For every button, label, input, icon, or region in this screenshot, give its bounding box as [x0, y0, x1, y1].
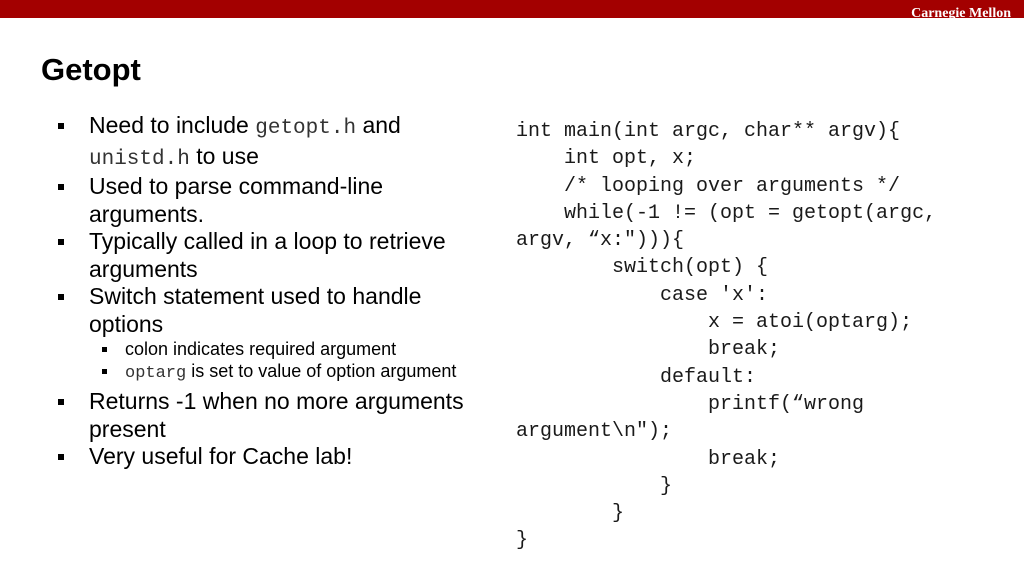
code-line: int main(int argc, char** argv){: [516, 120, 901, 143]
bullet-item: Need to include getopt.h and unistd.h to …: [55, 112, 475, 173]
bullet-marker: [58, 454, 64, 460]
code-line: }: [516, 502, 625, 526]
slide-title: Getopt: [41, 52, 141, 87]
sub-bullet-text: colon indicates required argument: [125, 339, 397, 359]
brand-label: Carnegie Mellon: [911, 6, 1011, 21]
code-line: switch(opt) {: [516, 256, 769, 280]
bullet-text: Used to parse command-line arguments.: [89, 173, 384, 227]
bullet-text: and: [356, 112, 401, 138]
code-line: }: [516, 529, 529, 553]
bullet-list: Need to include getopt.h and unistd.h to …: [55, 112, 475, 471]
sub-bullet-text: is set to value of option argument: [186, 361, 457, 381]
sub-bullet-marker: [102, 347, 107, 352]
code-line: argument\n");: [516, 420, 673, 444]
code-line: case 'x':: [516, 283, 769, 307]
bullet-text: Need to include: [89, 112, 256, 138]
bullet-marker: [58, 399, 64, 405]
bullet-marker: [58, 123, 64, 129]
code-line: printf(“wrong: [516, 392, 865, 416]
code-line: }: [516, 474, 673, 498]
code-line: default:: [516, 365, 757, 389]
code-line: break;: [516, 338, 781, 362]
bullet-text: Returns -1 when no more arguments presen…: [89, 388, 464, 442]
bullet-item: Very useful for Cache lab!: [55, 443, 475, 471]
bullet-item: Used to parse command-line arguments.: [55, 173, 475, 228]
sub-bullet-item: optarg is set to value of option argumen…: [55, 360, 475, 385]
bullet-text: Typically called in a loop to retrieve a…: [89, 228, 446, 282]
code-line: int opt, x;: [516, 147, 697, 171]
bullet-marker: [58, 184, 64, 190]
inline-code: getopt.h: [255, 117, 357, 140]
inline-code: optarg: [125, 364, 187, 383]
bullet-marker: [58, 239, 64, 245]
code-line: argv, “x:"))){: [516, 229, 685, 253]
bullet-item: Returns -1 when no more arguments presen…: [55, 388, 475, 443]
bullet-item: Typically called in a loop to retrieve a…: [55, 228, 475, 283]
inline-code: unistd.h: [89, 147, 190, 171]
code-line: while(-1 != (opt = getopt(argc,: [516, 201, 937, 225]
code-line: x = atoi(optarg);: [516, 311, 913, 335]
code-line: /* looping over arguments */: [516, 174, 901, 198]
code-line: break;: [516, 447, 781, 471]
code-block: int main(int argc, char** argv){ int opt…: [516, 118, 936, 555]
bullet-text: Very useful for Cache lab!: [89, 443, 353, 469]
sub-bullet-marker: [102, 369, 107, 374]
bullet-text: to use: [189, 142, 259, 169]
header-bar: [0, 0, 1024, 18]
bullet-text: Switch statement used to handle options: [89, 283, 422, 337]
bullet-marker: [58, 294, 64, 300]
bullet-item: Switch statement used to handle options: [55, 283, 475, 338]
sub-bullet-item: colon indicates required argument: [55, 338, 475, 360]
